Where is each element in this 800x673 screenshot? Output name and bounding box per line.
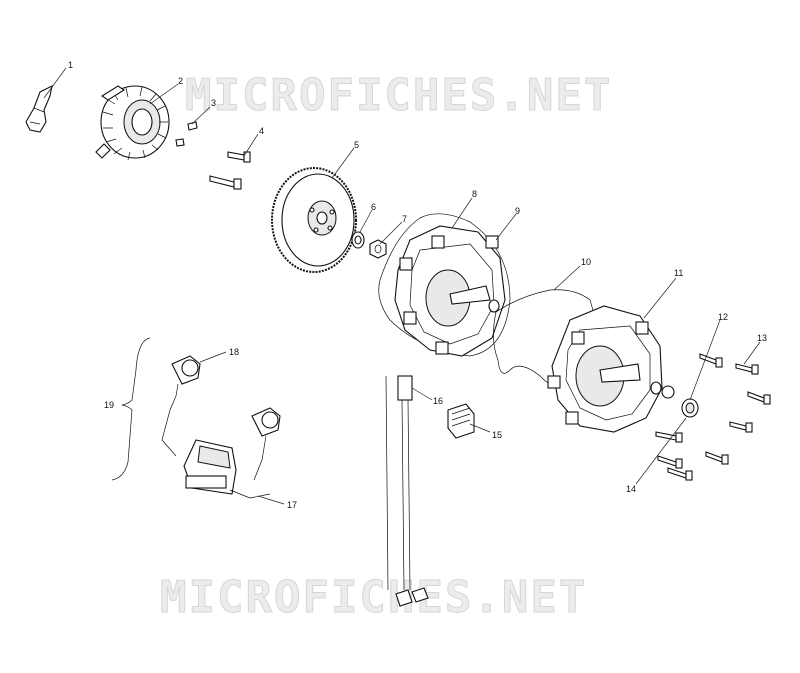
part-gasket-8[interactable] bbox=[378, 213, 511, 357]
leader-lines bbox=[43, 67, 761, 505]
part-bolts-13[interactable] bbox=[699, 353, 771, 433]
part-flywheel[interactable] bbox=[271, 167, 357, 273]
part-grommets[interactable] bbox=[661, 385, 699, 418]
callout-19: 19 bbox=[104, 400, 114, 410]
part-stator[interactable] bbox=[95, 85, 170, 161]
watermark-top: MICROFICHES.NET bbox=[185, 70, 612, 121]
callout-8: 8 bbox=[472, 189, 477, 199]
part-outer-cover[interactable] bbox=[547, 305, 663, 433]
callout-9: 9 bbox=[515, 206, 520, 216]
callout-2: 2 bbox=[178, 76, 183, 86]
callout-10: 10 bbox=[581, 257, 591, 267]
callout-labels: 1 2 3 4 5 6 7 8 9 10 11 12 13 14 15 16 1… bbox=[68, 60, 767, 510]
part-sensor-lead[interactable] bbox=[385, 375, 429, 607]
callout-13: 13 bbox=[757, 333, 767, 343]
callout-14: 14 bbox=[626, 484, 636, 494]
callout-3: 3 bbox=[211, 98, 216, 108]
callout-4: 4 bbox=[259, 126, 264, 136]
part-bracket[interactable] bbox=[25, 85, 53, 133]
part-connector[interactable] bbox=[447, 403, 475, 439]
part-nut[interactable] bbox=[369, 239, 387, 259]
callout-16: 16 bbox=[433, 396, 443, 406]
callout-6: 6 bbox=[371, 202, 376, 212]
callout-12: 12 bbox=[718, 312, 728, 322]
callout-18: 18 bbox=[229, 347, 239, 357]
part-bolts-4[interactable] bbox=[209, 151, 251, 190]
callout-15: 15 bbox=[492, 430, 502, 440]
part-washer[interactable] bbox=[351, 231, 365, 249]
part-spark-caps[interactable] bbox=[171, 355, 281, 481]
part-magneto-cover[interactable] bbox=[394, 225, 506, 357]
callout-7: 7 bbox=[402, 214, 407, 224]
callout-17: 17 bbox=[287, 500, 297, 510]
part-bolts-14[interactable] bbox=[655, 431, 729, 481]
callout-11: 11 bbox=[674, 268, 683, 278]
callout-5: 5 bbox=[354, 140, 359, 150]
group-bracket-19 bbox=[111, 337, 151, 481]
callout-1: 1 bbox=[68, 60, 73, 70]
part-ignition-coil[interactable] bbox=[161, 395, 271, 499]
part-screws-small[interactable] bbox=[175, 121, 198, 147]
watermark-bottom: MICROFICHES.NET bbox=[160, 572, 587, 623]
